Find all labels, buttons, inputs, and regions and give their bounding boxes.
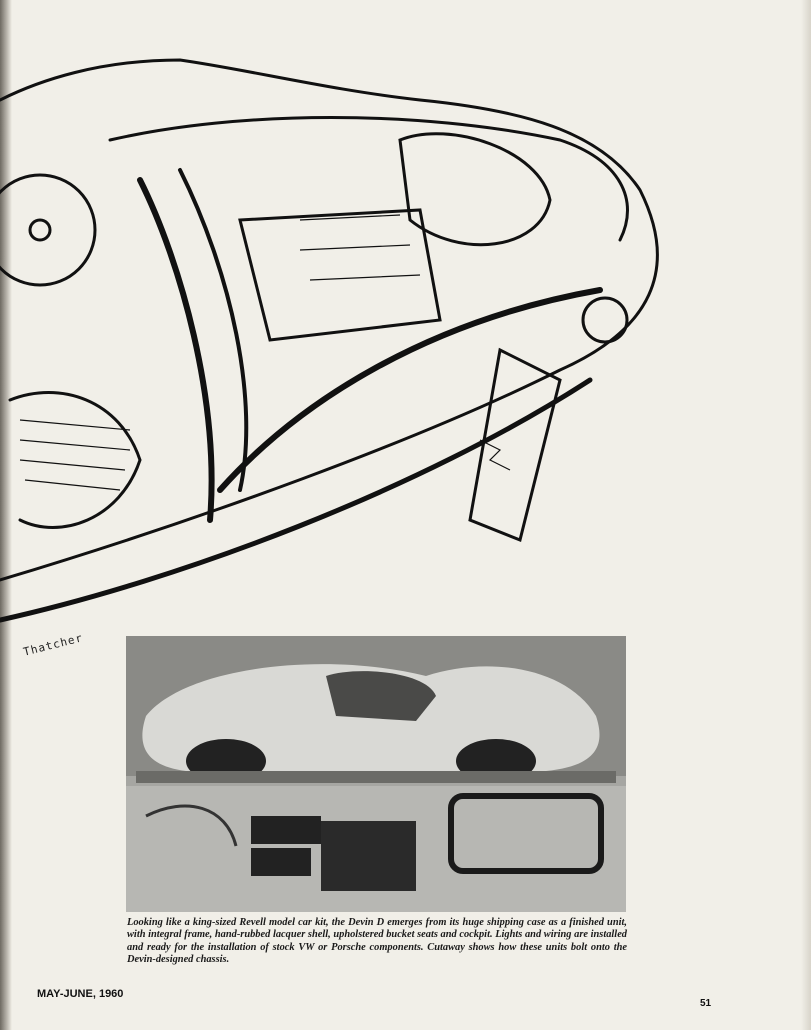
cutaway-illustration — [0, 58, 659, 623]
page-right-edge — [801, 0, 811, 1030]
photo-caption: Looking like a king-sized Revell model c… — [127, 917, 627, 965]
page-number: 51 — [700, 998, 712, 1009]
issue-date: MAY-JUNE, 1960 — [37, 988, 124, 1000]
kit-car-photo — [126, 636, 626, 912]
page-binding-edge — [0, 0, 12, 1030]
